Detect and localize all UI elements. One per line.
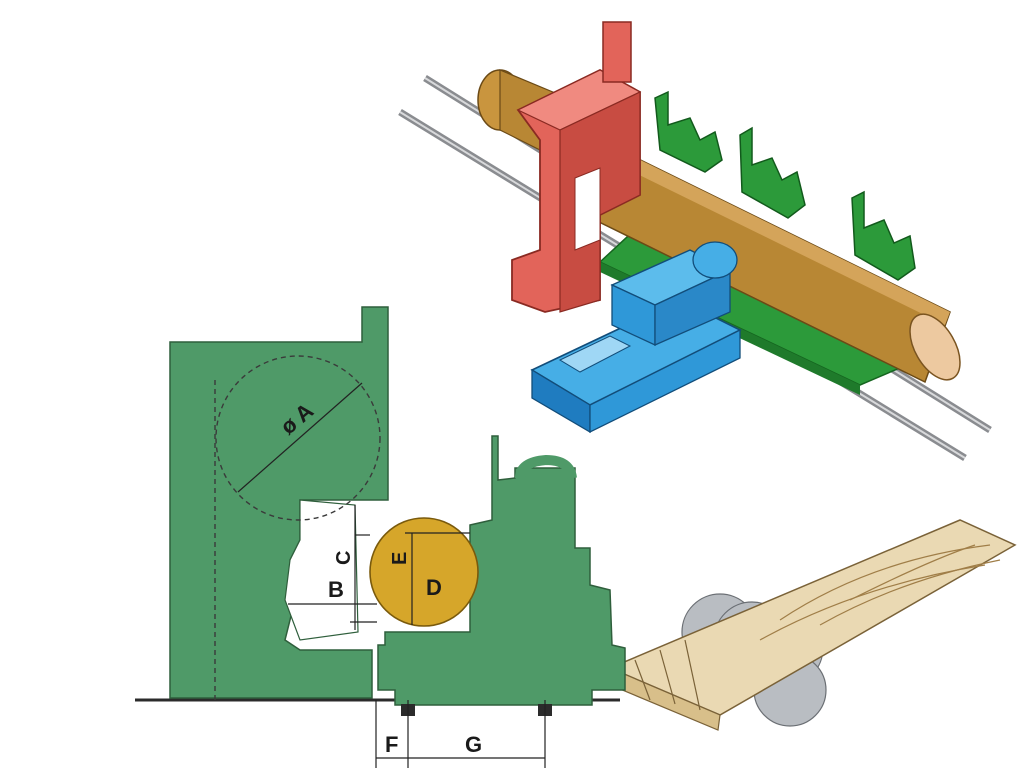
band-saw-frame: [169, 306, 389, 699]
label-b: B: [328, 577, 344, 602]
multi-rip-saw-illustration: [607, 519, 1017, 731]
red-feeder-frame: [511, 21, 642, 313]
band-saw-schematic: ø A B C D E F G: [135, 306, 626, 768]
carriage-hook: [515, 454, 577, 479]
dimension-lines: [288, 505, 546, 768]
label-e: E: [389, 552, 411, 565]
log-section: [369, 517, 479, 627]
blue-carriage: [530, 241, 742, 434]
carriage-body: [377, 435, 626, 706]
label-d: D: [426, 575, 442, 600]
main-log: [594, 148, 961, 384]
wood-board: [607, 519, 1017, 731]
label-f: F: [385, 732, 398, 757]
label-g: G: [465, 732, 482, 757]
blade-wheel-outline: [215, 355, 381, 521]
green-log-dogs: [654, 90, 916, 281]
label-c: C: [333, 551, 355, 565]
log-feeder-illustration: [398, 21, 992, 461]
